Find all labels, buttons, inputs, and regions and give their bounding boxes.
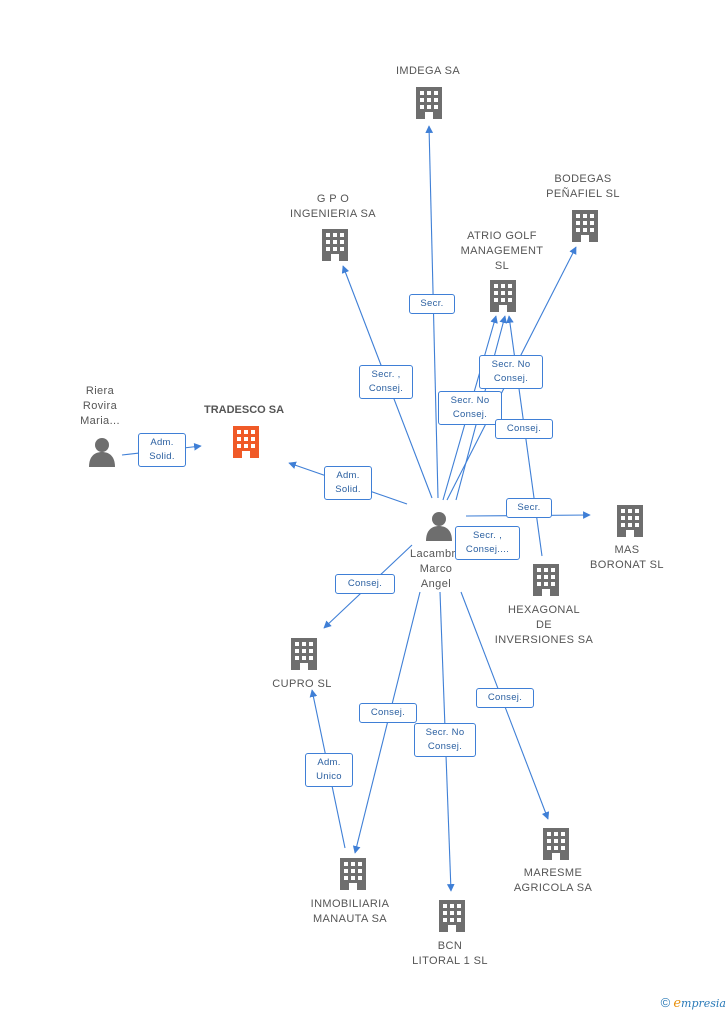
node-imdega-label[interactable]: IMDEGA SA — [395, 65, 461, 77]
bodegas-building-icon[interactable] — [572, 210, 598, 242]
bcn-building-icon[interactable] — [439, 900, 465, 932]
node-tradesco-label[interactable]: TRADESCO SA — [203, 404, 285, 416]
rel-secr-mas: Secr. — [506, 498, 552, 518]
rel-adm-solid-riera: Adm.Solid. — [138, 433, 186, 467]
rel-secr-consej-gpo: Secr. ,Consej. — [359, 365, 413, 399]
rel-consej-maresme: Consej. — [476, 688, 534, 708]
mas-building-icon[interactable] — [617, 505, 643, 537]
cupro-building-icon[interactable] — [291, 638, 317, 670]
empresia-logo: © empresia — [660, 995, 726, 1011]
hexagonal-building-icon[interactable] — [533, 564, 559, 596]
tradesco-building-icon[interactable] — [233, 426, 259, 458]
inmobiliaria-building-icon[interactable] — [340, 858, 366, 890]
atrio-building-icon[interactable] — [490, 280, 516, 312]
lacambra-person-icon[interactable] — [426, 512, 452, 541]
gpo-building-icon[interactable] — [322, 229, 348, 261]
rel-consej-hexagonal: Consej. — [495, 419, 553, 439]
node-cupro-label[interactable]: CUPRO SL — [272, 678, 332, 690]
imdega-building-icon[interactable] — [416, 87, 442, 119]
rel-secr-consej-more: Secr. ,Consej.... — [455, 526, 520, 560]
rel-consej-inmobiliaria: Consej. — [359, 703, 417, 723]
rel-adm-solid-lacambra: Adm.Solid. — [324, 466, 372, 500]
riera-person-icon[interactable] — [89, 438, 115, 467]
rel-secr-imdega: Secr. — [409, 294, 455, 314]
maresme-building-icon[interactable] — [543, 828, 569, 860]
rel-consej-cupro: Consej. — [335, 574, 395, 594]
rel-adm-unico: Adm.Unico — [305, 753, 353, 787]
